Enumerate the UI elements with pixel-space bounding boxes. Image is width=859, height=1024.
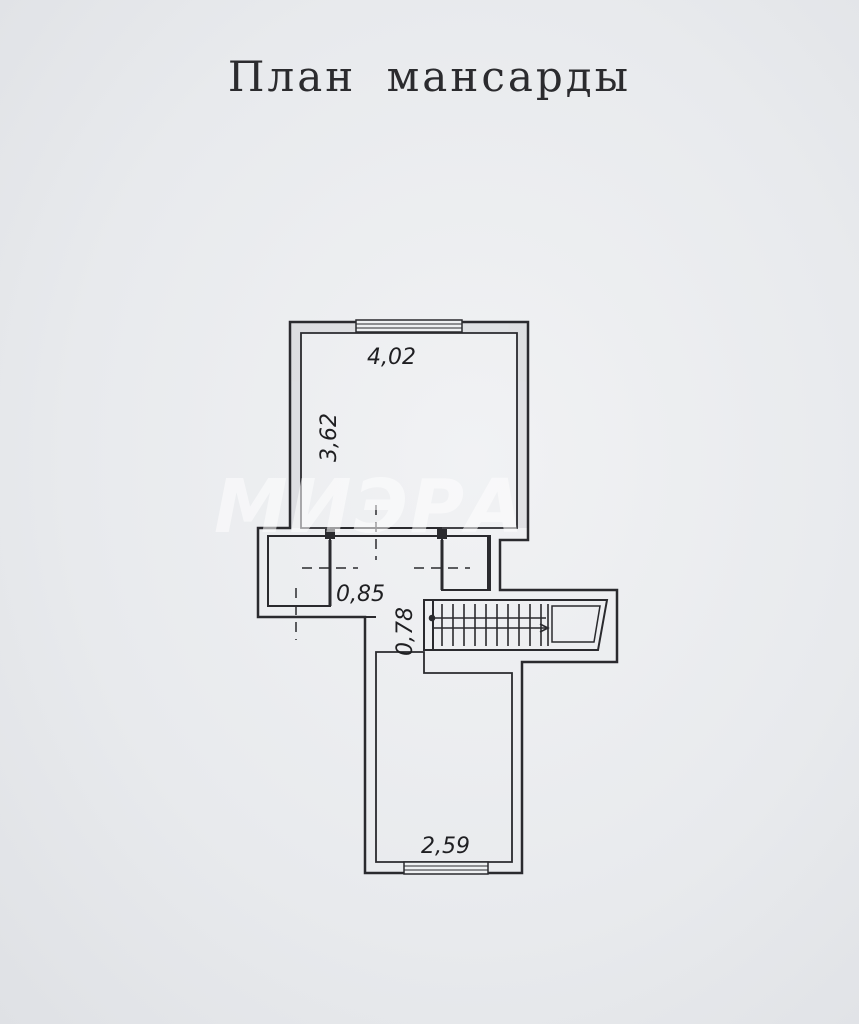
- door-jamb: [437, 529, 447, 539]
- top-room-inner-wall: [300, 332, 518, 529]
- page-title: План мансарды: [227, 52, 632, 101]
- dimension-bottom-width: 2,59: [421, 834, 470, 859]
- bottom-room-inner-wall: [375, 651, 513, 863]
- staircase: [428, 604, 550, 646]
- door-jamb: [325, 529, 335, 539]
- dimension-top-height: 3,62: [317, 413, 342, 462]
- dimension-corridor-width: 0,85: [336, 582, 385, 607]
- window-top: [355, 319, 463, 333]
- watermark-logo: МИЭРА: [214, 464, 525, 550]
- stair-box: [423, 599, 609, 651]
- dimension-corridor-depth: 0,78: [393, 607, 418, 656]
- window-bottom: [403, 861, 489, 875]
- top-room-outer-wall: [256, 320, 619, 875]
- stair-landing: [551, 605, 601, 643]
- dimension-top-width: 4,02: [367, 345, 416, 370]
